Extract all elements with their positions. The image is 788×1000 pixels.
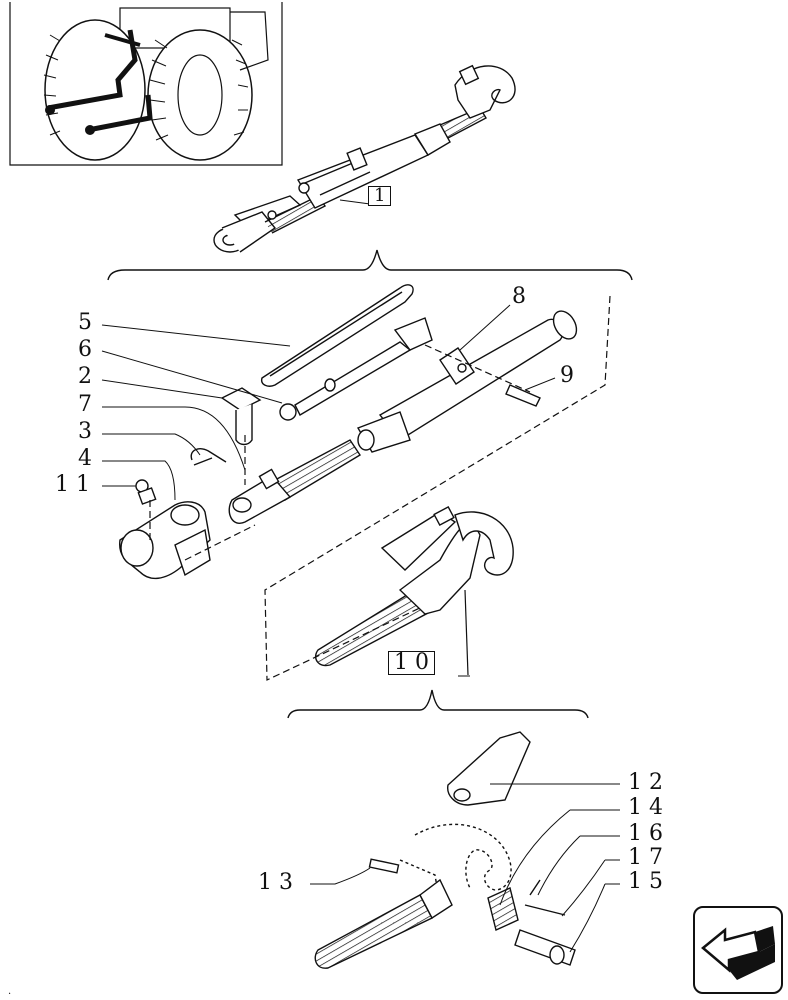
- next-page-arrow-icon: [701, 926, 775, 980]
- leader-lines: [101, 304, 620, 953]
- callout-16: 1 6: [628, 821, 663, 846]
- group-bracket-top: [107, 249, 633, 281]
- callout-10: 1 0: [388, 651, 435, 675]
- callout-9: 9: [560, 363, 574, 388]
- hook-assembly-part-10: [314, 505, 514, 667]
- top-link-assembly: [213, 64, 516, 253]
- callout-13: 1 3: [258, 870, 293, 895]
- callout-6: 6: [78, 337, 92, 362]
- callout-11: 1 1: [55, 472, 90, 497]
- callout-2: 2: [78, 364, 92, 389]
- callout-14: 1 4: [628, 795, 663, 820]
- callout-5: 5: [78, 310, 92, 335]
- callout-12: 1 2: [628, 770, 663, 795]
- group-bracket-bottom: [287, 689, 589, 719]
- callout-1: 1: [368, 186, 392, 206]
- exploded-parts-lower: [314, 731, 576, 969]
- callout-4: 4: [78, 446, 92, 471]
- callout-8: 8: [512, 284, 526, 309]
- dashed-group-outline: [149, 295, 611, 681]
- exploded-parts-upper: [118, 284, 578, 579]
- tractor-thumbnail: [9, 2, 283, 166]
- next-page-button[interactable]: [693, 906, 783, 994]
- callout-3: 3: [78, 419, 92, 444]
- callout-7: 7: [78, 392, 92, 417]
- corner-mark: .: [8, 986, 11, 997]
- callout-17: 1 7: [628, 845, 663, 870]
- callout-15: 1 5: [628, 869, 663, 894]
